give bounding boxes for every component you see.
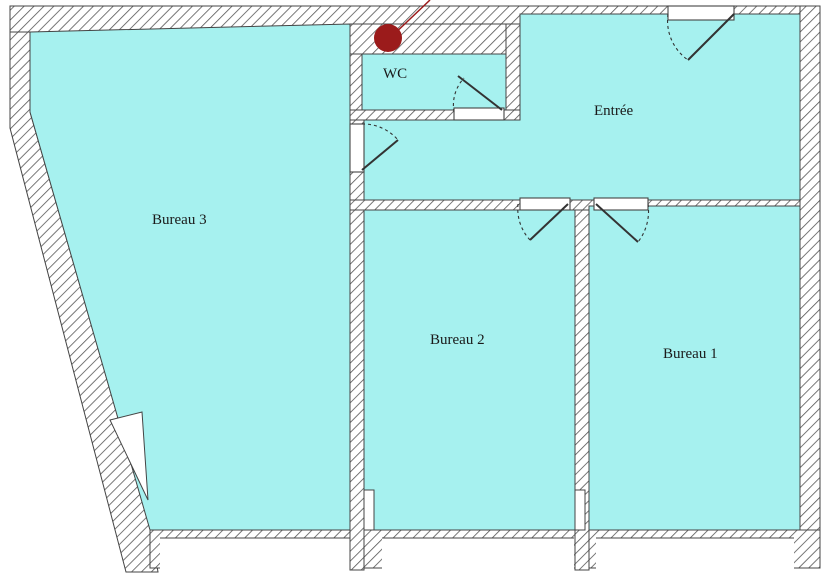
rooms: [29, 13, 801, 531]
door-entree-main: [667, 5, 735, 61]
label-bureau-3: Bureau 3: [152, 212, 207, 228]
location-marker: [374, 0, 431, 52]
wall-gap-2: [382, 538, 574, 570]
room-wc: [361, 53, 507, 111]
room-entree: [363, 13, 801, 201]
window-bureau-2-left: [363, 489, 375, 531]
door-bureau-2: [517, 197, 571, 241]
wall-right: [799, 5, 821, 569]
label-wc: WC: [383, 66, 407, 82]
windows: [109, 411, 586, 531]
room-labels: Bureau 3 WC Entrée Bureau 2 Bureau 1: [152, 66, 718, 362]
doors: [349, 5, 735, 243]
door-wc: [452, 75, 505, 121]
room-bureau-3: [29, 23, 351, 531]
wall-wc-right: [505, 23, 521, 119]
window-bureau-3: [109, 411, 149, 501]
room-bureau-2: [363, 209, 576, 531]
label-bureau-2: Bureau 2: [430, 332, 485, 348]
label-entree: Entrée: [594, 103, 633, 119]
door-bureau-3: [349, 123, 399, 173]
window-bureau-2-right: [574, 489, 586, 531]
wall-gap-1: [160, 538, 350, 570]
label-bureau-1: Bureau 1: [663, 346, 718, 362]
room-bureau-1: [588, 205, 801, 531]
door-bureau-1: [593, 197, 650, 243]
wall-gap-3: [596, 538, 794, 570]
